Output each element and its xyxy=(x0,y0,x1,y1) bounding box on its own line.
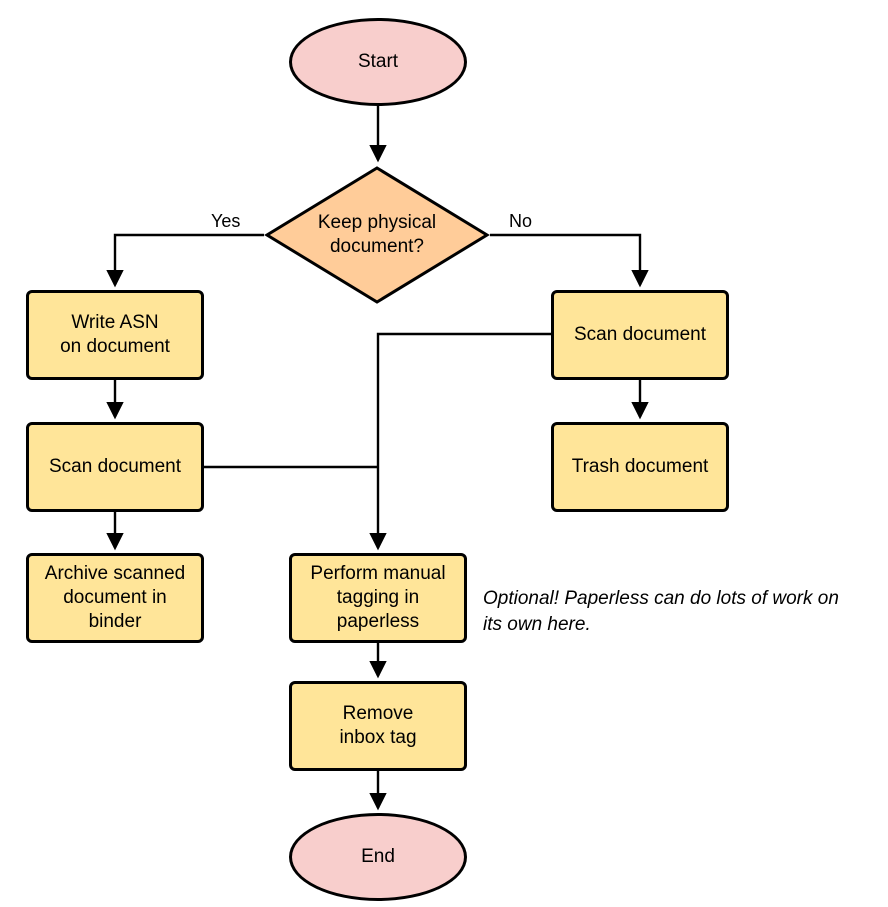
node-trash-document-label: Trash document xyxy=(571,455,709,477)
node-write-asn-on-document[interactable]: Write ASN on document xyxy=(26,290,204,380)
optional-note: Optional! Paperless can do lots of work … xyxy=(483,588,839,636)
node-remove-inbox-tag-label: Remove inbox tag xyxy=(339,702,417,748)
node-end[interactable]: End xyxy=(289,813,467,901)
node-scan-document-right[interactable]: Scan document xyxy=(551,290,729,380)
node-keep-physical-document-label: Keep physical document? xyxy=(317,211,437,257)
node-trash-document[interactable]: Trash document xyxy=(551,422,729,512)
node-scan-document-left[interactable]: Scan document xyxy=(26,422,204,512)
node-perform-manual-tagging-in-paperless[interactable]: Perform manual tagging in paperless xyxy=(289,553,467,643)
node-end-label: End xyxy=(361,845,395,867)
node-perform-manual-tagging-in-paperless-label: Perform manual tagging in paperless xyxy=(310,562,446,633)
node-start[interactable]: Start xyxy=(289,18,467,106)
edge-decision-to-scan-right xyxy=(490,233,649,288)
edge-decision-to-write-asn xyxy=(106,233,264,288)
edge-label-yes: Yes xyxy=(211,211,241,231)
node-keep-physical-document[interactable]: Keep physical document? xyxy=(264,165,490,305)
node-scan-document-left-label: Scan document xyxy=(48,455,182,477)
node-remove-inbox-tag[interactable]: Remove inbox tag xyxy=(289,681,467,771)
node-archive-scanned-document-in-binder[interactable]: Archive scanned document in binder xyxy=(26,553,204,643)
diamond-shape xyxy=(264,165,490,305)
node-archive-scanned-document-in-binder-label: Archive scanned document in binder xyxy=(44,562,186,633)
node-write-asn-on-document-label: Write ASN on document xyxy=(60,311,170,357)
node-start-label: Start xyxy=(357,50,399,72)
node-scan-document-right-label: Scan document xyxy=(573,323,707,345)
edge-label-no: No xyxy=(509,211,533,231)
edge-scan-right-to-tagging xyxy=(369,332,551,551)
